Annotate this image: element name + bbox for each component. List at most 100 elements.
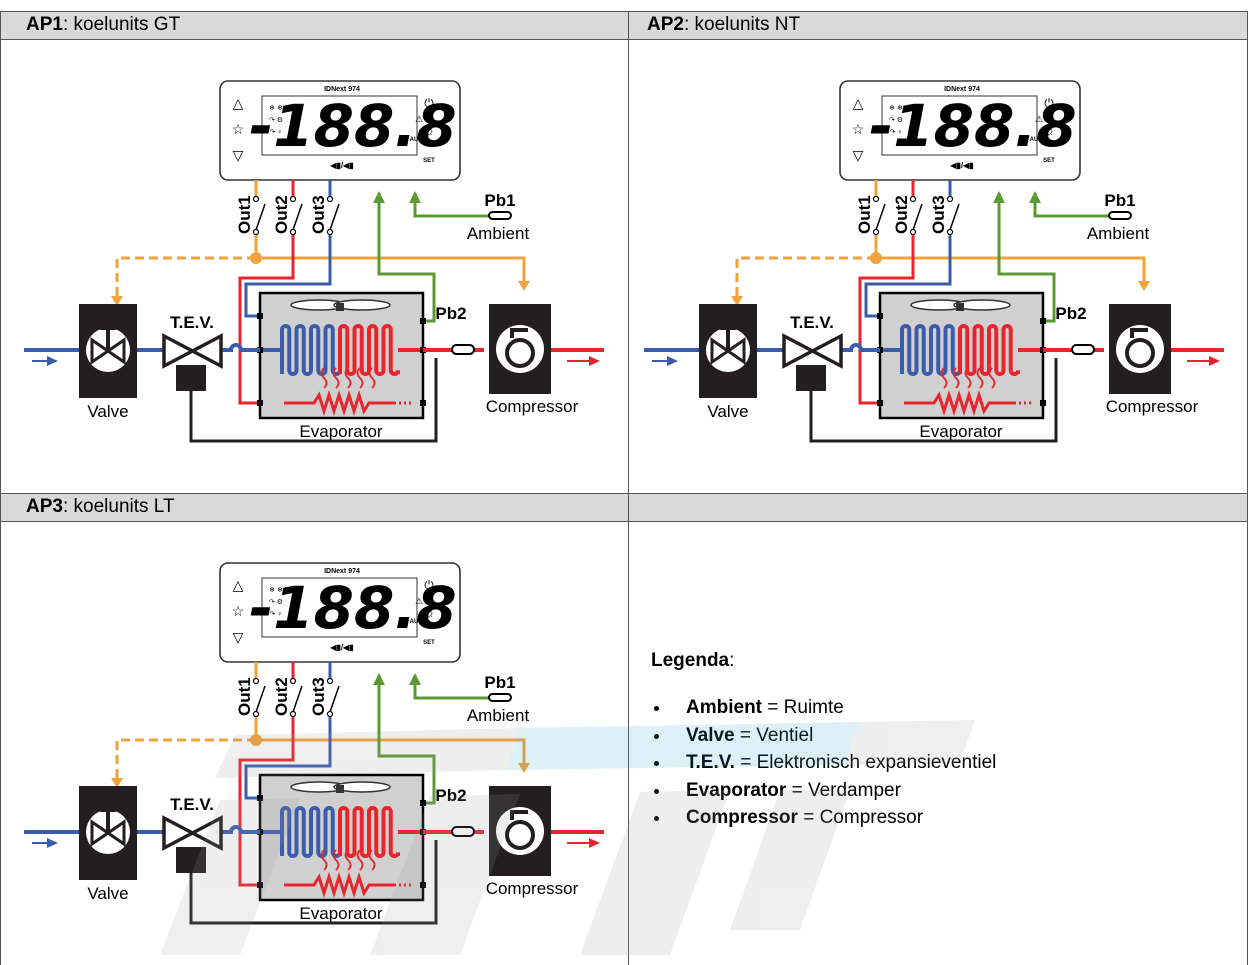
compressor-icon	[505, 820, 535, 850]
arrow-head	[373, 191, 385, 203]
heat-wave	[320, 849, 328, 871]
heat-wave	[940, 367, 948, 389]
set-label: SET	[1043, 158, 1055, 164]
display-frame	[881, 95, 1038, 156]
out2-wire	[238, 662, 295, 887]
grid-line	[0, 39, 1248, 40]
switch-gap	[326, 198, 334, 234]
switch-contact	[289, 710, 297, 718]
compressor-outlet	[1130, 328, 1148, 338]
switch-contact	[252, 710, 260, 718]
tev-valve-icon	[782, 333, 843, 369]
switch-lever	[292, 685, 303, 713]
heat-wave	[332, 849, 340, 871]
display-frame	[261, 95, 418, 156]
switch-lever	[255, 203, 266, 231]
arrow-head	[993, 191, 1005, 203]
legend-list: Ambient = Ruimte Valve = Ventiel T.E.V. …	[651, 694, 996, 832]
legend: Legenda: Ambient = Ruimte Valve = Ventie…	[651, 650, 996, 832]
pb2-probe	[451, 826, 475, 837]
display-frame	[261, 577, 418, 638]
compressor-icon	[1125, 338, 1155, 368]
valve-stem	[100, 808, 116, 833]
compressor-outlet	[510, 328, 528, 338]
switch-lever	[875, 203, 886, 231]
fan-hub	[336, 785, 344, 793]
output-label-1: Out1	[235, 677, 254, 716]
heat-wave	[976, 367, 984, 389]
evaporator-label: Evaporator	[299, 904, 382, 923]
switch-contact	[909, 228, 917, 236]
tev-label: T.E.V.	[170, 795, 214, 814]
switch-contact	[909, 195, 917, 203]
switch-contact	[946, 228, 954, 236]
switch-contact	[289, 228, 297, 236]
heat-wave	[332, 367, 340, 389]
power-icon: ⏻	[424, 96, 434, 110]
light-icon: ☼	[423, 604, 436, 620]
arrow-head	[667, 356, 678, 366]
switch-contact	[946, 195, 954, 203]
ambient-label: Ambient	[1087, 224, 1150, 243]
switch-lever	[949, 203, 960, 231]
evaporator-coil-hot	[338, 324, 400, 376]
defrost-icon: ↷ ♀	[269, 611, 282, 618]
terminal	[420, 800, 426, 806]
warning-icon: ⚠	[1035, 114, 1043, 124]
out2-wire	[858, 180, 915, 405]
out2-wire	[238, 180, 295, 405]
list-item: Valve = Ventiel	[651, 722, 996, 750]
switch-contact	[872, 228, 880, 236]
terminal	[420, 882, 426, 888]
probe1-label: Pb1	[484, 673, 515, 692]
valve-signal-wire	[735, 256, 876, 296]
aux-label: AUX	[410, 619, 423, 625]
heat-wave	[356, 367, 364, 389]
set-label: SET	[423, 640, 435, 646]
switch-contact	[326, 677, 334, 685]
switch-gap	[252, 680, 260, 716]
compressor-outlet	[510, 810, 528, 820]
defrost-heater	[284, 871, 394, 899]
brand-logo: ◀▮/◀▮	[329, 643, 353, 652]
grid-top-line	[0, 11, 1248, 12]
arrow-head	[1209, 356, 1220, 366]
arrow-head	[111, 778, 123, 788]
terminal	[420, 318, 426, 324]
legend-title: Legenda:	[651, 650, 735, 671]
heat-wave	[320, 367, 328, 389]
tev-actuator	[796, 365, 826, 391]
output-label-3: Out3	[929, 195, 948, 234]
list-item: T.E.V. = Elektronisch expansieventiel	[651, 749, 996, 777]
valve-icon	[710, 337, 746, 365]
fan-icon: ↷ ⚙	[889, 116, 903, 124]
arrow-head	[409, 191, 421, 203]
compressor-signal-wire	[876, 256, 1146, 281]
probe2-label: Pb2	[435, 786, 466, 805]
evaporator-coil-hot	[958, 324, 1020, 376]
terminal	[1040, 318, 1046, 324]
defrost-icon: ↷ ♀	[269, 129, 282, 136]
light-icon: ☼	[423, 122, 436, 138]
evaporator-coil-cold	[900, 324, 962, 376]
arrow-head	[47, 838, 58, 848]
pb1-probe	[1108, 211, 1132, 220]
pb1-wire	[1033, 193, 1114, 218]
pb1-wire	[413, 193, 494, 218]
star-icon: ☆	[232, 121, 245, 137]
arrow-head	[518, 281, 530, 291]
tev-control-wire	[189, 840, 438, 925]
down-arrow-icon: ▽	[233, 629, 244, 645]
switch-contact	[252, 677, 260, 685]
arrow-head	[47, 356, 58, 366]
up-arrow-icon: △	[233, 577, 244, 593]
output-label-2: Out2	[892, 195, 911, 234]
snowflake-icon: ❄ ❄	[889, 104, 903, 112]
ambient-label: Ambient	[467, 706, 530, 725]
fan-blade	[953, 299, 1011, 311]
down-arrow-icon: ▽	[233, 147, 244, 163]
valve-stem	[720, 326, 736, 351]
fan-blade	[333, 781, 391, 793]
